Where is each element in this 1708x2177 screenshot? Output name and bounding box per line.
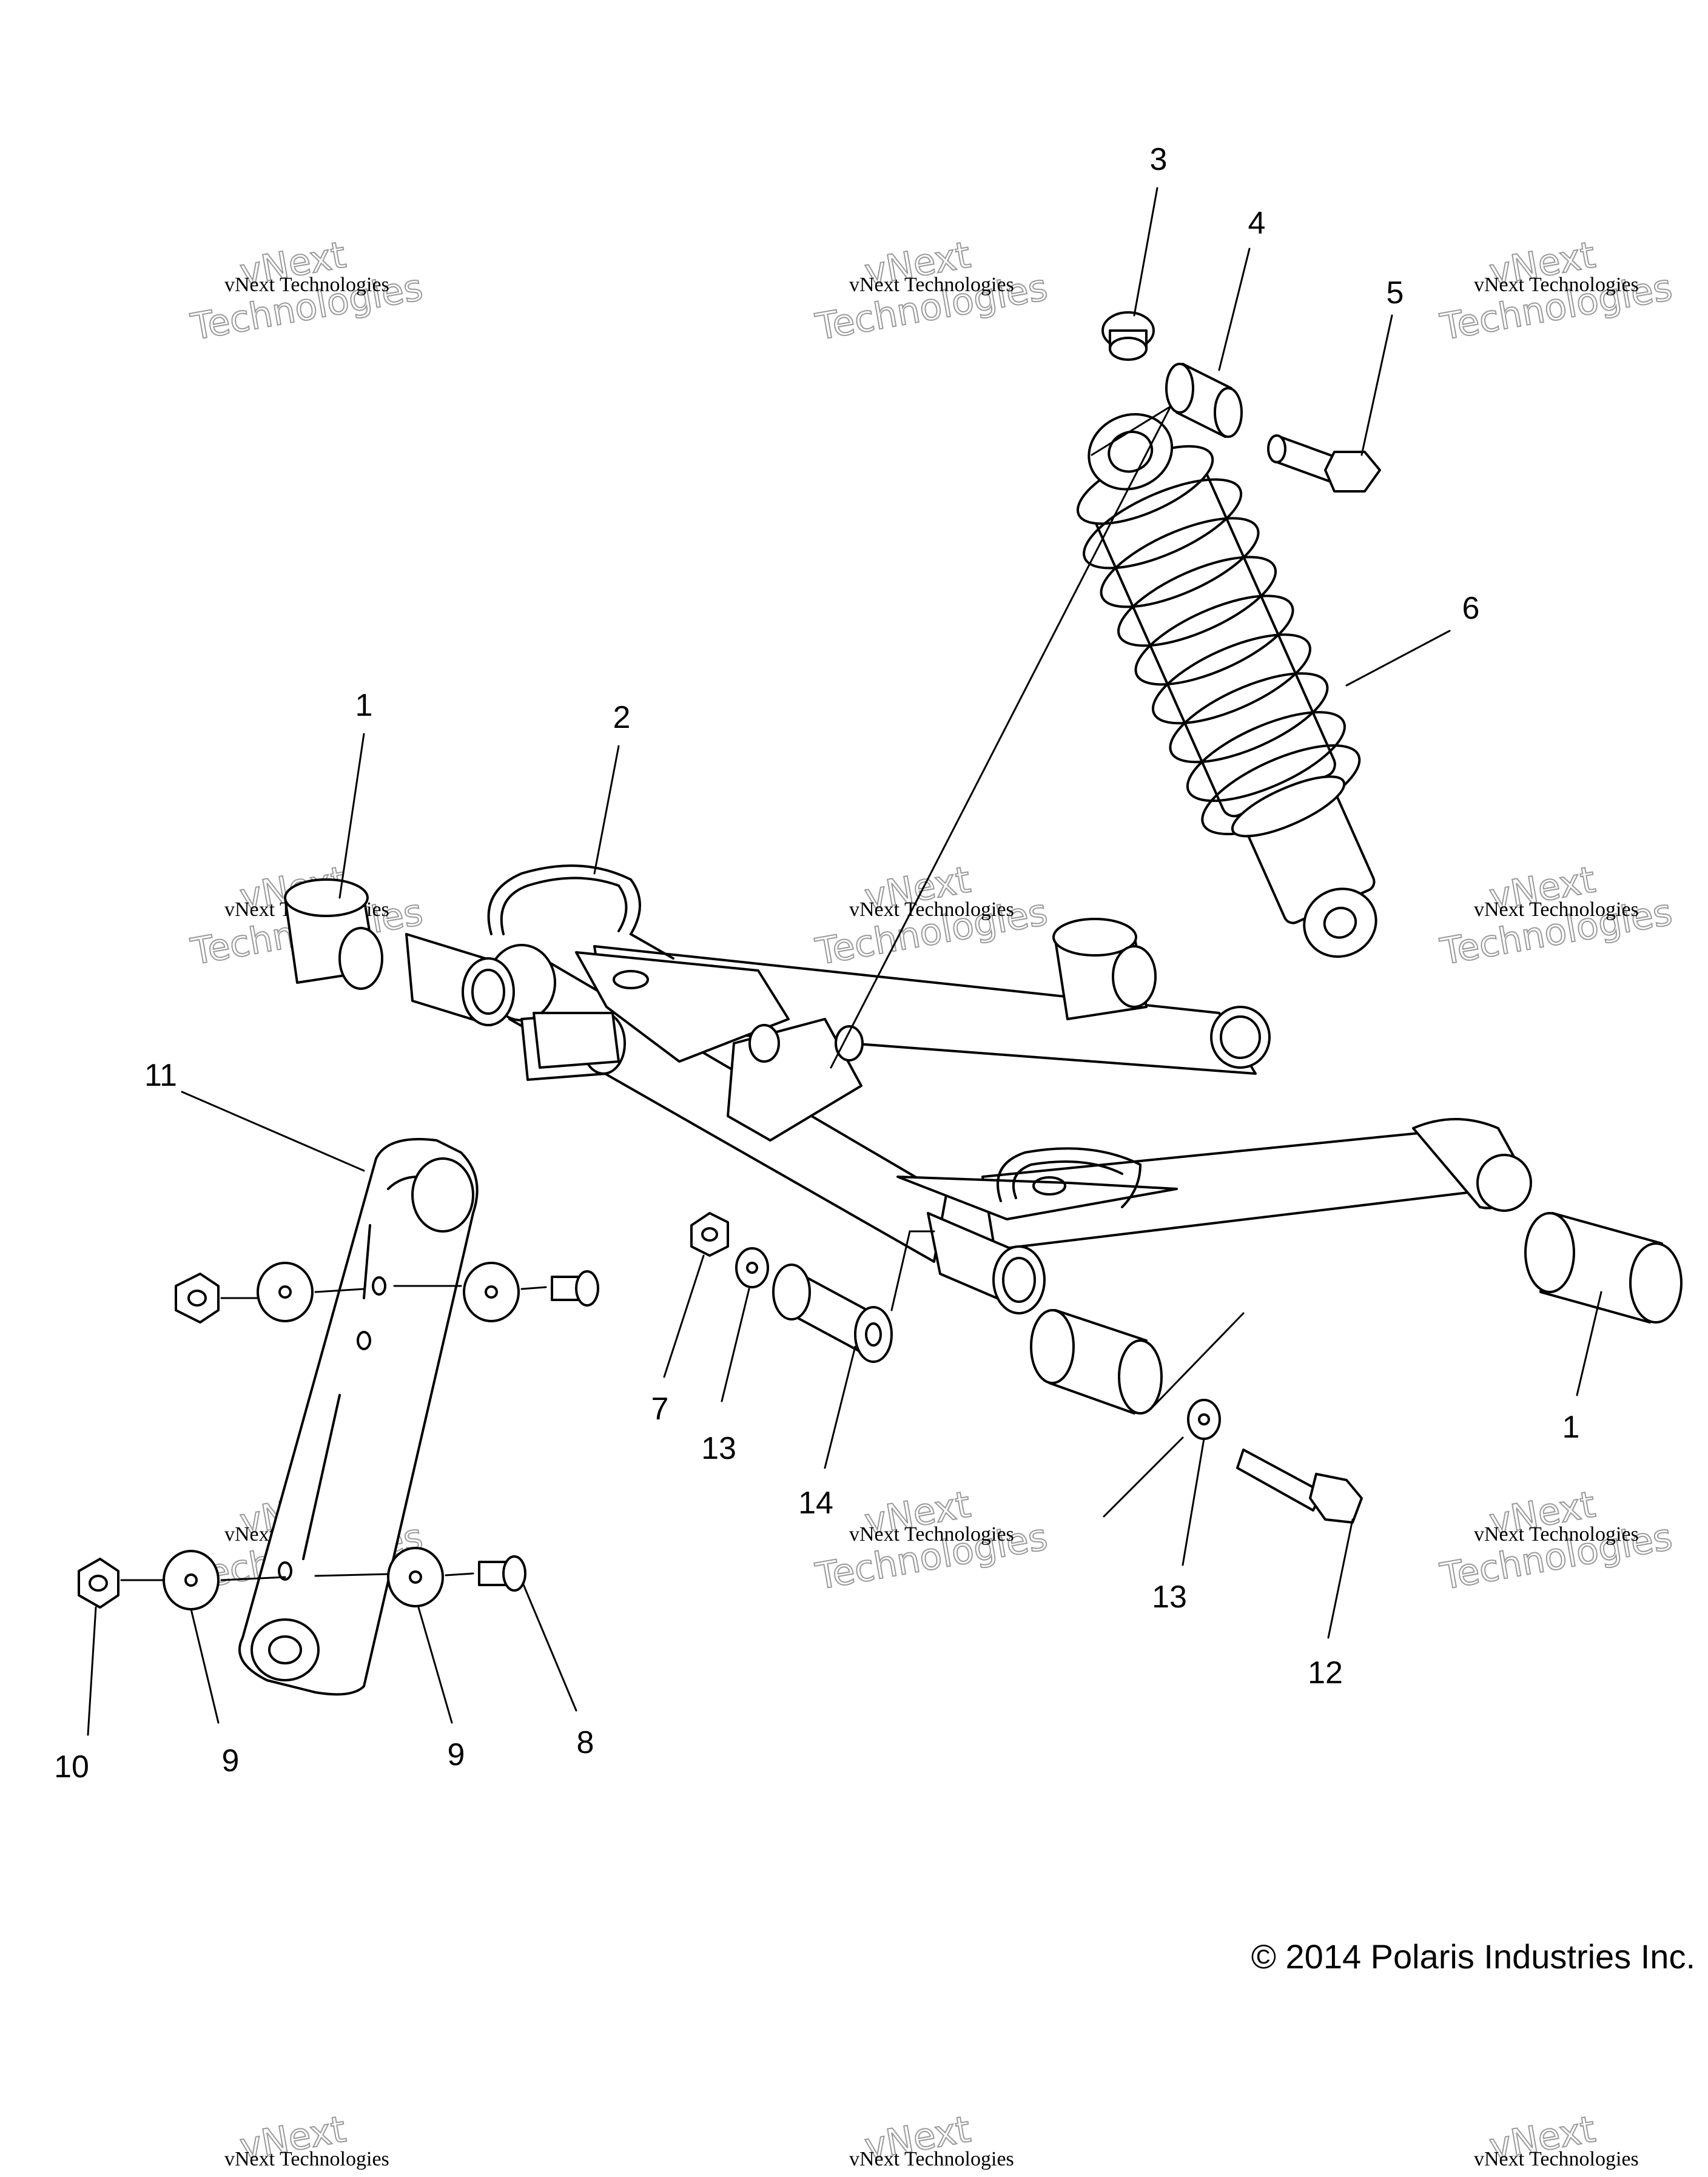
callout-leaders <box>87 187 1602 1736</box>
link-hardware-lower <box>78 1547 526 1610</box>
callout-13-upper: 13 <box>701 1431 736 1466</box>
nut-7 <box>690 1212 729 1257</box>
arm-loop-handle <box>487 864 674 960</box>
svg-text:vNext Technologies: vNext Technologies <box>1474 1523 1639 1546</box>
watermark: vNext Technologies vNext Technologies <box>812 858 1051 974</box>
bushing-upper-center <box>533 1012 620 1069</box>
arm-gusset-upper <box>575 951 790 1063</box>
callout-3: 3 <box>1150 142 1168 177</box>
arm-loop-lower <box>997 1147 1142 1208</box>
shock-mount-hole <box>835 1025 864 1062</box>
watermark: vNext vNext Technologies <box>849 2107 1014 2170</box>
arm-lower-tube-end <box>1476 1154 1532 1212</box>
bushing-14 <box>772 1263 893 1363</box>
watermark: vNext vNext Technologies <box>224 2107 389 2170</box>
pivot-tube-left <box>405 933 515 1026</box>
bushing-1-lower-center <box>1030 1309 1163 1415</box>
svg-text:vNext Technologies: vNext Technologies <box>224 274 389 296</box>
copyright-text: © 2014 Polaris Industries Inc. <box>1251 1937 1695 1976</box>
washer-13-upper <box>735 1247 769 1288</box>
spacer-4 <box>1165 363 1243 438</box>
shock-mount-hole <box>748 1024 780 1063</box>
callout-10: 10 <box>54 1749 89 1785</box>
callout-8: 8 <box>577 1725 594 1760</box>
bushing-1-lower-right <box>1524 1212 1683 1324</box>
callout-2: 2 <box>613 700 631 735</box>
watermark: vNext Technologies vNext Technologies <box>1436 233 1676 349</box>
alignment-lines <box>830 405 1245 1518</box>
callout-9-left: 9 <box>222 1743 240 1778</box>
callout-14: 14 <box>798 1486 833 1521</box>
link-arm-11 <box>238 1138 479 1696</box>
flange-bushing-3 <box>1101 311 1155 361</box>
bushing-1-upper-right <box>1052 918 1157 1020</box>
callout-1-lower: 1 <box>1562 1410 1580 1445</box>
callout-9-right: 9 <box>448 1737 465 1772</box>
svg-text:vNext Technologies: vNext Technologies <box>849 2148 1014 2170</box>
bolt-5 <box>1267 434 1381 493</box>
svg-text:vNext Technologies: vNext Technologies <box>1474 274 1639 296</box>
callout-4: 4 <box>1248 206 1266 241</box>
callout-11: 11 <box>144 1058 177 1093</box>
arm-upper-tube-bore <box>1220 1015 1261 1059</box>
gusset-hole <box>613 970 649 989</box>
callout-1-upper: 1 <box>355 688 373 723</box>
pivot-tube-right <box>927 1212 1046 1314</box>
callout-6: 6 <box>1462 591 1480 626</box>
gusset-hole <box>1032 1176 1066 1196</box>
arm-loop-handle-inner <box>500 877 628 935</box>
bolt-12 <box>1236 1449 1363 1524</box>
svg-text:vNext Technologies: vNext Technologies <box>1474 898 1639 921</box>
arm-gusset-lower <box>896 1176 1178 1220</box>
washer-13-lower <box>1187 1399 1221 1440</box>
watermark: vNext Technologies vNext Technologies <box>187 233 426 349</box>
arm-loop-lower-inner <box>1012 1160 1123 1199</box>
watermark: vNext Technologies vNext Technologies <box>1436 858 1676 974</box>
callout-numbers: 3 4 5 6 1 2 11 7 13 14 1 13 12 10 9 9 8 <box>54 142 1579 1785</box>
link-hardware-upper <box>175 1262 599 1324</box>
svg-text:vNext Technologies: vNext Technologies <box>849 898 1014 921</box>
bushing-1-upper-left <box>284 878 383 990</box>
callout-12: 12 <box>1308 1655 1343 1691</box>
callout-5: 5 <box>1387 275 1404 311</box>
callout-13-lower: 13 <box>1152 1580 1187 1615</box>
callout-7: 7 <box>651 1391 669 1427</box>
watermark: vNext Technologies vNext Technologies <box>812 1482 1051 1599</box>
svg-text:vNext Technologies: vNext Technologies <box>849 1523 1014 1546</box>
svg-text:vNext Technologies: vNext Technologies <box>224 2148 389 2170</box>
svg-text:vNext Technologies: vNext Technologies <box>1474 2148 1639 2170</box>
watermark: vNext Technologies vNext Technologies <box>812 233 1051 349</box>
shock-absorber <box>1076 412 1377 958</box>
svg-text:vNext Technologies: vNext Technologies <box>849 274 1014 296</box>
watermark: vNext Technologies vNext Technologies <box>1436 1482 1676 1599</box>
watermark: vNext vNext Technologies <box>1474 2107 1639 2170</box>
